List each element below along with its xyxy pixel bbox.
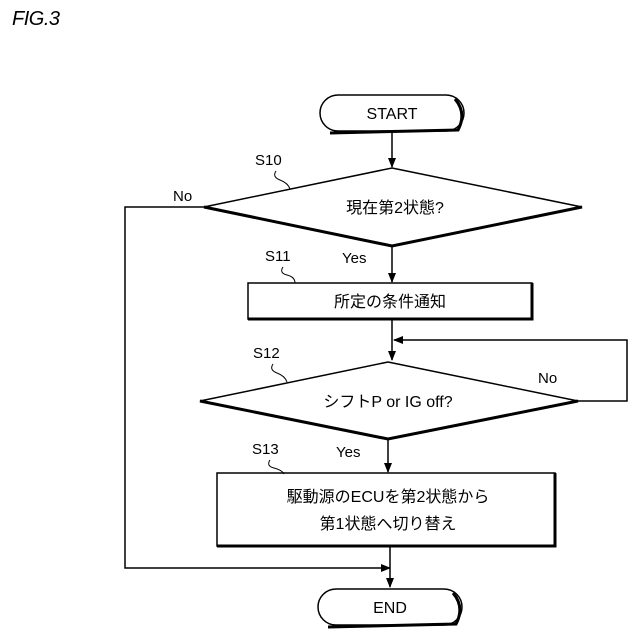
s12-no-label: No <box>538 370 557 387</box>
step-label-s11: S11 <box>265 248 291 265</box>
s11-text: 所定の条件通知 <box>334 293 446 311</box>
s12-question: シフトP or IG off? <box>323 394 452 411</box>
start-label: START <box>367 106 418 123</box>
process-s11: 所定の条件通知 <box>248 283 532 319</box>
leader-s10 <box>275 171 290 189</box>
s10-no-label: No <box>173 188 192 205</box>
end-terminal: END <box>318 589 462 627</box>
process-s13: 駆動源のECUを第2状態から 第1状態へ切り替え <box>217 473 555 546</box>
s13-text-line1: 駆動源のECUを第2状態から <box>287 488 490 506</box>
s13-text-line2: 第1状態へ切り替え <box>320 515 457 533</box>
step-label-s13: S13 <box>252 441 279 458</box>
step-label-s10: S10 <box>255 152 282 169</box>
s10-yes-label: Yes <box>342 250 366 267</box>
decision-s12: シフトP or IG off? <box>200 362 578 439</box>
decision-s10: 現在第2状態? <box>204 168 582 246</box>
step-label-s12: S12 <box>253 345 280 362</box>
end-label: END <box>373 600 407 617</box>
leader-s12 <box>272 364 287 382</box>
s10-question: 現在第2状態? <box>346 199 444 217</box>
start-terminal: START <box>320 95 464 133</box>
leader-s13 <box>269 460 284 474</box>
leader-s11 <box>282 267 295 283</box>
s12-yes-label: Yes <box>336 444 360 461</box>
